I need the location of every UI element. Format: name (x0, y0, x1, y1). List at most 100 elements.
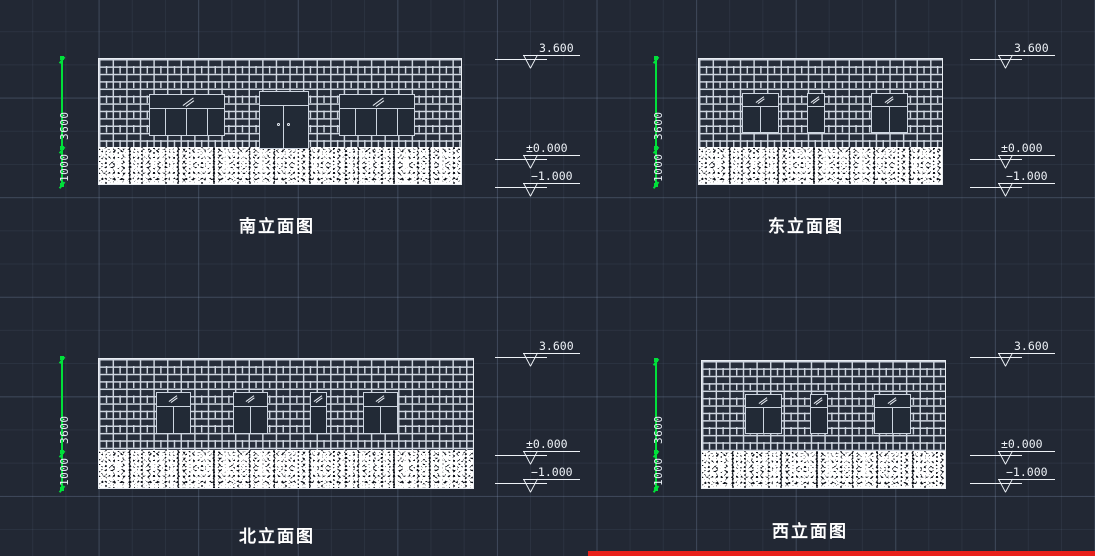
window-mullion (186, 109, 188, 135)
dim-tick-mid (58, 452, 66, 456)
elevation-marker: 3.600 (495, 339, 580, 367)
bottom-accent-bar (588, 551, 1095, 556)
elevation-marker: 3.600 (970, 41, 1055, 69)
elevation-value: 3.600 (539, 41, 574, 55)
window-mullion (207, 109, 209, 135)
elevation-marker: ±0.000 (970, 437, 1055, 465)
window[interactable] (810, 394, 828, 434)
window[interactable] (339, 94, 415, 136)
window-mullion (763, 408, 765, 433)
dim-tick-top (652, 360, 660, 364)
elevation-value: 3.600 (539, 339, 574, 353)
dimension-value-lower: 1000 (58, 153, 71, 183)
window-transom (875, 395, 910, 408)
dim-tick-bottom (58, 183, 66, 187)
elevation-value: 3.600 (1014, 339, 1049, 353)
dim-tick-bottom (652, 183, 660, 187)
elevation-marker: −1.000 (495, 169, 580, 197)
view-title: 西立面图 (772, 522, 848, 542)
elevation-value: ±0.000 (1001, 141, 1043, 155)
view-south-elevation: 3600 1000 (0, 0, 600, 260)
stone-foundation (99, 450, 473, 488)
window-opening-direction-icon (372, 97, 385, 108)
dimension-value-lower: 1000 (58, 457, 71, 487)
building-outline-north (98, 358, 474, 489)
window-mullion (380, 407, 382, 433)
window[interactable] (233, 392, 268, 434)
elevation-marker: ±0.000 (970, 141, 1055, 169)
window-mullion (889, 107, 891, 132)
window[interactable] (742, 93, 779, 133)
view-west-elevation: 3600 1000 (600, 300, 1095, 556)
elevation-marker: ±0.000 (495, 437, 580, 465)
elevation-marker: −1.000 (970, 169, 1055, 197)
window-opening-direction-icon (884, 96, 897, 105)
window-opening-direction-icon (313, 395, 326, 404)
dim-tick-bottom (652, 487, 660, 491)
dimension-value-upper: 3600 (652, 111, 665, 141)
dimension-value-lower: 1000 (652, 457, 665, 487)
door-handle[interactable] (287, 123, 291, 127)
building-outline-west (701, 360, 946, 489)
window-opening-direction-icon (245, 395, 258, 404)
elevation-marker: 3.600 (970, 339, 1055, 367)
elevation-value: 3.600 (1014, 41, 1049, 55)
window-transom (872, 94, 907, 107)
window[interactable] (363, 392, 398, 434)
elevation-value: ±0.000 (1001, 437, 1043, 451)
window-opening-direction-icon (182, 97, 195, 108)
dim-tick-mid (58, 148, 66, 152)
dim-tick-bottom (58, 487, 66, 491)
elevation-marker: ±0.000 (495, 141, 580, 169)
elevation-value: −1.000 (1006, 465, 1048, 479)
stone-foundation (702, 451, 945, 488)
building-outline-south (98, 58, 462, 185)
window-opening-direction-icon (758, 397, 771, 406)
window-opening-direction-icon (375, 395, 388, 404)
window-mullion (250, 407, 252, 433)
elevation-marker: −1.000 (970, 465, 1055, 493)
window-transom (746, 395, 781, 408)
window[interactable] (149, 94, 225, 136)
window-mullion (397, 109, 399, 135)
window-mullion (355, 109, 357, 135)
window[interactable] (871, 93, 908, 133)
view-north-elevation: 3600 1000 (0, 300, 600, 556)
window[interactable] (745, 394, 782, 434)
stone-foundation (699, 147, 942, 184)
door-handle[interactable] (277, 123, 281, 127)
door-transom (260, 92, 308, 106)
building-outline-east (698, 58, 943, 185)
dim-tick-mid (652, 452, 660, 456)
window-transom (340, 95, 414, 109)
window-transom (311, 393, 326, 407)
window-opening-direction-icon (810, 96, 823, 105)
window[interactable] (310, 392, 327, 434)
window-transom (364, 393, 397, 407)
door-leaf-divider (283, 106, 285, 148)
window[interactable] (807, 93, 825, 133)
elevation-value: −1.000 (531, 465, 573, 479)
window-opening-direction-icon (887, 397, 900, 406)
window-mullion (173, 407, 175, 433)
dim-tick-mid (652, 148, 660, 152)
window[interactable] (874, 394, 911, 434)
dimension-value-upper: 3600 (652, 415, 665, 445)
elevation-value: −1.000 (531, 169, 573, 183)
entrance-door[interactable] (259, 91, 309, 149)
dimension-value-upper: 3600 (58, 415, 71, 445)
window[interactable] (156, 392, 191, 434)
window-opening-direction-icon (168, 395, 181, 404)
elevation-marker: −1.000 (495, 465, 580, 493)
window-mullion (165, 109, 167, 135)
elevation-value: ±0.000 (526, 437, 568, 451)
stone-foundation (99, 147, 461, 184)
dim-tick-top (58, 358, 66, 362)
window-transom (808, 94, 824, 107)
window-mullion (760, 107, 762, 132)
window-transom (743, 94, 778, 107)
dim-tick-top (58, 58, 66, 62)
window-mullion (376, 109, 378, 135)
elevation-value: −1.000 (1006, 169, 1048, 183)
